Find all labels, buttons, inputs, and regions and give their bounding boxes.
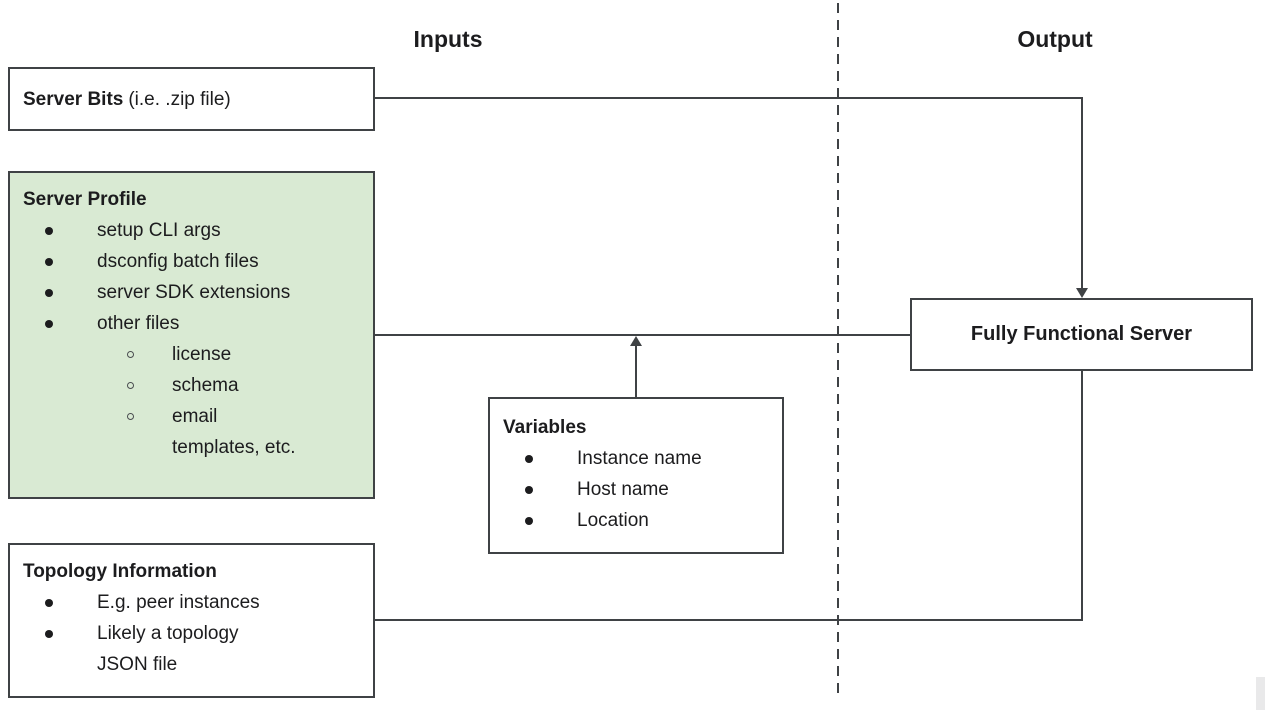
hollow-bullet-icon <box>127 382 134 389</box>
bullet-icon <box>45 227 53 235</box>
list-item-text: Instance name <box>577 448 702 469</box>
dashed-divider-line <box>837 3 839 695</box>
scrollbar-thumb[interactable] <box>1256 677 1265 710</box>
bullet-icon <box>525 455 533 463</box>
list-item-text: E.g. peer instances <box>97 592 260 613</box>
list-item-text: schema <box>172 375 239 396</box>
connector-server-bits-horizontal <box>375 97 1082 99</box>
fully-functional-server-box: Fully Functional Server <box>910 298 1253 371</box>
sub-list-item: schema <box>23 370 367 401</box>
list-item-text: email templates, etc. <box>172 406 296 458</box>
list-item: Host name <box>503 474 776 505</box>
topology-title: Topology Information <box>23 561 217 582</box>
list-item-text: dsconfig batch files <box>97 251 259 272</box>
sub-list-item: email templates, etc. <box>23 401 367 463</box>
hollow-bullet-icon <box>127 413 134 420</box>
server-bits-subtitle: (i.e. .zip file) <box>128 88 231 110</box>
server-bits-box: Server Bits (i.e. .zip file) <box>8 67 375 131</box>
list-item: Instance name <box>503 443 776 474</box>
connector-server-profile-horizontal <box>375 334 910 336</box>
list-item-text: license <box>172 344 232 365</box>
bullet-icon <box>45 320 53 328</box>
bullet-icon <box>45 258 53 266</box>
hollow-bullet-icon <box>127 351 134 358</box>
server-profile-title: Server Profile <box>23 189 147 210</box>
list-item-text: server SDK extensions <box>97 282 291 303</box>
arrowhead-up-icon <box>630 336 642 346</box>
topology-information-box: Topology Information E.g. peer instances… <box>8 543 375 698</box>
connector-variables-vertical <box>635 344 637 397</box>
variables-box: Variables Instance name Host name Locati… <box>488 397 784 554</box>
connector-server-bits-vertical <box>1081 97 1083 289</box>
inputs-column-header: Inputs <box>413 26 483 52</box>
list-item: E.g. peer instances <box>23 587 367 618</box>
sub-list-item: license <box>23 339 367 370</box>
bullet-icon <box>45 599 53 607</box>
arrowhead-down-icon <box>1076 288 1088 298</box>
server-profile-box: Server Profile setup CLI args dsconfig b… <box>8 171 375 499</box>
output-column-header: Output <box>1017 26 1093 52</box>
list-item: setup CLI args <box>23 215 367 246</box>
list-item: server SDK extensions <box>23 277 367 308</box>
list-item: Likely a topology JSON file <box>23 618 367 680</box>
connector-topology-horizontal <box>375 619 1083 621</box>
variables-title: Variables <box>503 417 587 438</box>
list-item: Location <box>503 505 776 536</box>
list-item-text: Location <box>577 510 649 531</box>
bullet-icon <box>45 289 53 297</box>
list-item-text: other files <box>97 313 180 334</box>
list-item-text: Host name <box>577 479 669 500</box>
bullet-icon <box>525 486 533 494</box>
fully-functional-server-title: Fully Functional Server <box>970 323 1193 345</box>
bullet-icon <box>45 630 53 638</box>
server-bits-title: Server Bits <box>23 88 124 110</box>
list-item: other files <box>23 308 367 339</box>
list-item-text: Likely a topology JSON file <box>97 623 239 675</box>
connector-topology-vertical <box>1081 371 1083 621</box>
bullet-icon <box>525 517 533 525</box>
list-item: dsconfig batch files <box>23 246 367 277</box>
list-item-text: setup CLI args <box>97 220 221 241</box>
